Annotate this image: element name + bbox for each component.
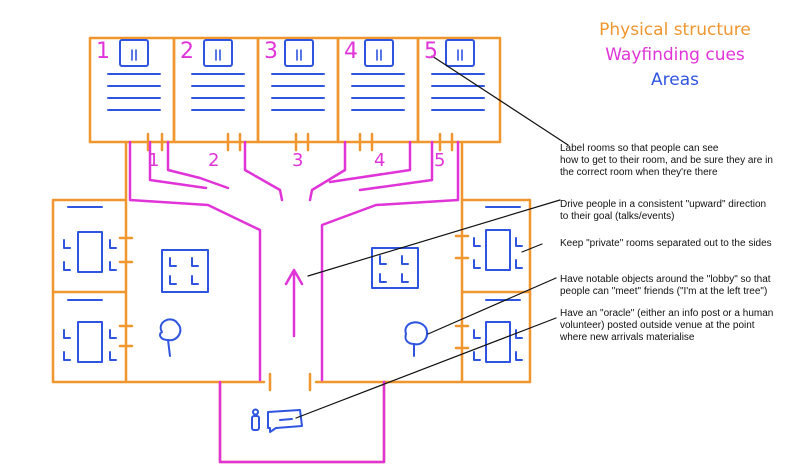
right-meeting-room-bottom bbox=[473, 299, 523, 363]
room-number-2: 2 bbox=[180, 39, 194, 64]
lobby-seating-left bbox=[161, 249, 209, 293]
branch-to-room-5 bbox=[358, 140, 434, 192]
branch-to-room-2 bbox=[166, 140, 230, 190]
legend-wayfinding-cues: Wayfinding cues bbox=[605, 45, 745, 65]
lobby-corridor-right bbox=[320, 140, 460, 382]
right-rooms-walls bbox=[460, 198, 532, 384]
door-numbers: 1 2 3 4 5 bbox=[148, 150, 445, 171]
note-private-rooms: Keep "private" rooms separated out to th… bbox=[560, 238, 772, 249]
room-5-seating bbox=[431, 39, 485, 111]
top-door-ticks bbox=[146, 132, 454, 152]
lobby-corridor-left bbox=[128, 140, 262, 382]
note-oracle: Have an "oracle" (either an info post or… bbox=[560, 308, 774, 343]
entrance-door-ticks bbox=[268, 372, 312, 392]
legend: Physical structure Wayfinding cues Areas bbox=[560, 18, 790, 93]
leader-private-rooms bbox=[521, 243, 543, 253]
left-tree-icon bbox=[159, 318, 182, 357]
door-number-2: 2 bbox=[208, 150, 219, 171]
leader-oracle bbox=[295, 317, 557, 419]
legend-physical-structure: Physical structure bbox=[599, 20, 751, 40]
oracle-info-post-icon bbox=[251, 408, 303, 433]
branch-to-room-4 bbox=[328, 140, 412, 184]
leader-notable-objects bbox=[427, 277, 557, 335]
room-1-seating bbox=[107, 39, 161, 111]
right-tree-icon bbox=[404, 321, 428, 357]
legend-areas: Areas bbox=[651, 70, 699, 90]
side-door-ticks bbox=[118, 234, 470, 350]
podium-marks bbox=[131, 49, 463, 61]
branch-to-room-3-right bbox=[308, 140, 347, 202]
note-notable-objects: Have notable objects around the "lobby" … bbox=[560, 274, 771, 297]
room-number-4: 4 bbox=[344, 39, 358, 64]
door-number-3: 3 bbox=[292, 150, 303, 171]
leader-upward-direction bbox=[307, 199, 561, 277]
annotation-leaders bbox=[295, 55, 569, 419]
branch-to-room-3-left bbox=[243, 140, 284, 202]
wayfinding-cues bbox=[128, 140, 460, 464]
room-4-seating bbox=[351, 39, 405, 111]
note-label-rooms: Label rooms so that people can see how t… bbox=[560, 143, 773, 178]
note-upward-direction: Drive people in a consistent "upward" di… bbox=[560, 199, 767, 222]
areas bbox=[63, 39, 523, 433]
door-number-5: 5 bbox=[434, 150, 445, 171]
physical-structure bbox=[51, 36, 532, 464]
left-meeting-room-bottom bbox=[63, 299, 117, 363]
room-3-seating bbox=[271, 39, 325, 111]
room-numbers: 1 2 3 4 5 bbox=[96, 39, 438, 64]
left-meeting-room-top bbox=[63, 206, 117, 273]
branch-to-room-1 bbox=[148, 140, 208, 190]
door-number-4: 4 bbox=[374, 150, 385, 171]
lobby-seating-right bbox=[371, 247, 419, 289]
left-rooms-walls bbox=[51, 198, 128, 384]
door-number-1: 1 bbox=[148, 150, 159, 171]
right-meeting-room-top bbox=[473, 206, 523, 271]
room-number-3: 3 bbox=[264, 39, 278, 64]
leader-label-rooms bbox=[431, 55, 569, 146]
room-number-5: 5 bbox=[424, 39, 438, 64]
room-number-1: 1 bbox=[96, 39, 110, 64]
entrance-corridor bbox=[218, 380, 386, 464]
upward-arrow bbox=[284, 268, 304, 338]
room-2-seating bbox=[191, 39, 245, 111]
